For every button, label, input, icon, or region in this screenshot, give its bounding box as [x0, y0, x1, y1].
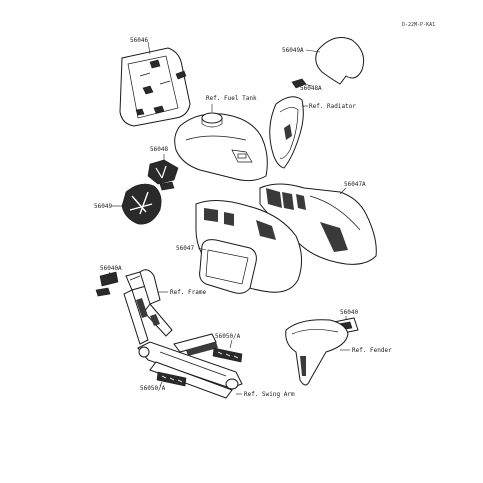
- shroud-decal-56049A: [315, 37, 365, 85]
- label-56040A: 56040A: [100, 265, 122, 272]
- radiator-shroud: [269, 96, 304, 169]
- swing-arm-decal-lower: [156, 371, 187, 387]
- decal-sheet-56046: [119, 47, 191, 127]
- label-ref-radiator: Ref. Radiator: [309, 103, 356, 110]
- label-56046: 56046: [130, 37, 148, 44]
- label-56050A-top: 56050/A: [215, 333, 241, 340]
- label-ref-frame: Ref. Frame: [170, 289, 207, 296]
- swing-arm: [137, 333, 243, 399]
- tank-decal-56049: [121, 183, 162, 225]
- frame-decal-56040A: [95, 271, 119, 297]
- side-cover-56047: [195, 200, 302, 294]
- label-56049: 56049: [94, 203, 112, 210]
- side-cover-56047A: [259, 183, 377, 265]
- label-56047A: 56047A: [344, 181, 366, 188]
- drawing-code: D-22M-P-KA1: [402, 22, 435, 28]
- rear-fender: [285, 319, 349, 386]
- label-56050A-bottom: 56050/A: [140, 385, 166, 392]
- frame: [123, 269, 173, 345]
- label-56048: 56048: [150, 146, 168, 153]
- tank-emblem-56048: [147, 159, 179, 191]
- label-56049A: 56049A: [282, 47, 304, 54]
- emblem-56048A: [291, 78, 307, 89]
- swing-arm-decal-upper: [212, 347, 243, 363]
- label-ref-fender: Ref. Fender: [352, 347, 392, 354]
- label-56047: 56047: [176, 245, 194, 252]
- label-56040: 56040: [340, 309, 358, 316]
- label-ref-fuel-tank: Ref. Fuel Tank: [206, 95, 257, 102]
- label-ref-swing-arm: Ref. Swing Arm: [244, 391, 295, 398]
- label-56048A: 56048A: [300, 85, 322, 92]
- fuel-tank: [174, 112, 268, 182]
